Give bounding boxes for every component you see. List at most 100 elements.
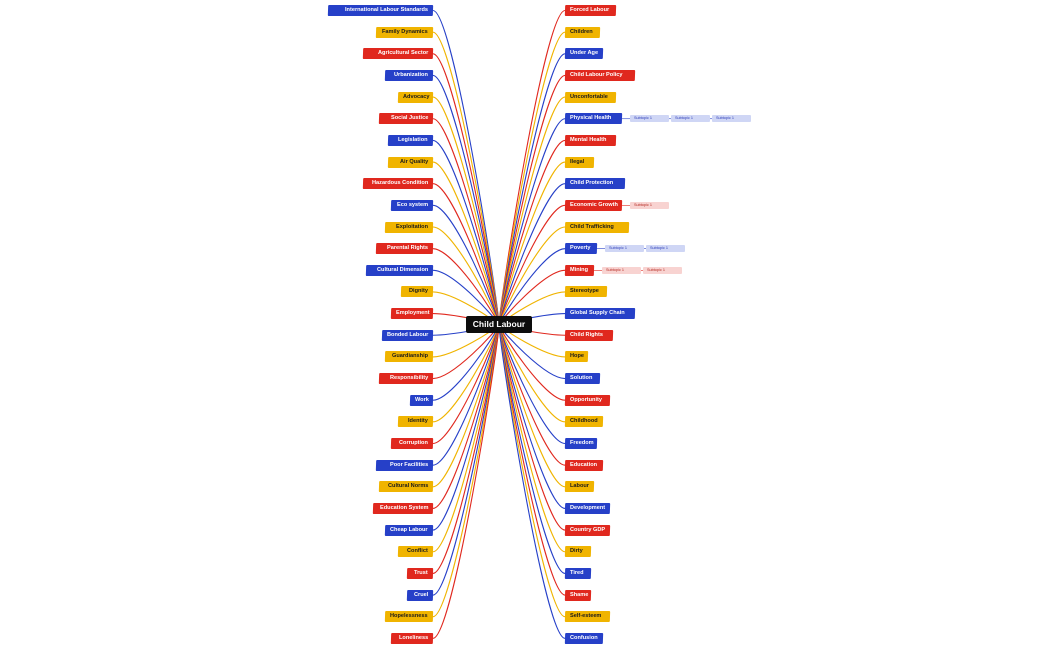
- subtopic-poverty-1[interactable]: Subtopic 1: [646, 245, 685, 253]
- topic-childhood[interactable]: Childhood: [564, 416, 604, 428]
- topic-urbanization[interactable]: Urbanization: [384, 69, 434, 81]
- topic-hope[interactable]: Hope: [564, 351, 589, 363]
- topic-label: Dignity: [409, 288, 428, 295]
- topic-label: Bonded Labour: [387, 331, 429, 338]
- connector-right-22: [498, 324, 566, 488]
- topic-bonded-labour[interactable]: Bonded Labour: [381, 329, 434, 341]
- topic-conflict[interactable]: Conflict: [397, 546, 434, 558]
- topic-agricultural-sector[interactable]: Agricultural Sector: [362, 48, 434, 60]
- topic-label: Work: [415, 396, 429, 403]
- topic-employment[interactable]: Employment: [390, 308, 434, 320]
- central-topic[interactable]: Child Labour: [466, 316, 532, 333]
- topic-dirty[interactable]: Dirty: [564, 546, 592, 558]
- topic-unconfortable[interactable]: Unconfortable: [564, 91, 617, 103]
- topic-physical-health[interactable]: Physical Health: [564, 113, 623, 125]
- topic-global-supply-chain[interactable]: Global Supply Chain: [564, 308, 636, 320]
- subtopic-mining-1[interactable]: Subtopic 1: [643, 266, 682, 274]
- topic-parental-rights[interactable]: Parental Rights: [375, 243, 434, 255]
- topic-work[interactable]: Work: [409, 394, 434, 406]
- topic-labour[interactable]: Labour: [564, 481, 595, 493]
- topic-child-protection[interactable]: Child Protection: [564, 178, 626, 190]
- topic-exploitation[interactable]: Exploitation: [384, 221, 434, 233]
- topic-child-rights[interactable]: Child Rights: [564, 329, 614, 341]
- topic-label: Unconfortable: [570, 93, 608, 100]
- topic-country-gdp[interactable]: Country GDP: [564, 524, 611, 536]
- subtopic-mining-0[interactable]: Subtopic 1: [602, 266, 641, 274]
- topic-label: Eco system: [396, 201, 428, 208]
- topic-child-trafficking[interactable]: Child Trafficking: [564, 221, 630, 233]
- topic-label: Agricultural Sector: [377, 50, 428, 57]
- topic-economic-growth[interactable]: Economic Growth: [564, 199, 623, 211]
- topic-legislation[interactable]: Legislation: [387, 134, 434, 146]
- topic-label: Solution: [570, 375, 593, 382]
- topic-label: Child Labour Policy: [570, 71, 623, 78]
- topic-eco-system[interactable]: Eco system: [390, 199, 434, 211]
- topic-loneliness[interactable]: Loneliness: [390, 632, 434, 644]
- topic-label: Labour: [570, 483, 589, 490]
- topic-dignity[interactable]: Dignity: [400, 286, 434, 298]
- topic-poor-facilities[interactable]: Poor Facilities: [375, 459, 434, 471]
- topic-label: Exploitation: [395, 223, 428, 230]
- topic-poverty[interactable]: Poverty: [564, 243, 598, 255]
- topic-development[interactable]: Development: [564, 502, 611, 514]
- topic-label: Family Dynamics: [382, 28, 428, 35]
- topic-label: Guardianship: [391, 353, 428, 360]
- connector-right-29: [498, 324, 566, 639]
- topic-label: Hazardous Condition: [371, 180, 428, 187]
- topic-cheap-labour[interactable]: Cheap Labour: [384, 524, 434, 536]
- topic-tired[interactable]: Tired: [564, 567, 592, 579]
- connector-right-7: [498, 161, 566, 326]
- topic-label: Legislation: [398, 136, 428, 143]
- topic-label: Advocacy: [403, 93, 430, 100]
- topic-cultural-norms[interactable]: Cultural Norms: [378, 481, 434, 493]
- topic-label: Physical Health: [570, 115, 612, 122]
- topic-hopelessness[interactable]: Hopelessness: [384, 611, 434, 623]
- topic-hazardous-condition[interactable]: Hazardous Condition: [362, 178, 434, 190]
- topic-shame[interactable]: Shame: [564, 589, 592, 601]
- topic-identity[interactable]: Identity: [397, 416, 434, 428]
- topic-under-age[interactable]: Under Age: [564, 48, 604, 60]
- topic-label: Loneliness: [398, 634, 428, 641]
- topic-guardianship[interactable]: Guardianship: [384, 351, 434, 363]
- topic-stereotype[interactable]: Stereotype: [564, 286, 608, 298]
- topic-advocacy[interactable]: Advocacy: [397, 91, 434, 103]
- topic-children[interactable]: Children: [564, 26, 601, 38]
- topic-cultural-dimension[interactable]: Cultural Dimension: [365, 264, 434, 276]
- topic-label: Child Protection: [570, 180, 614, 187]
- topic-label: Employment: [396, 310, 430, 317]
- topic-air-quality[interactable]: Air Quality: [387, 156, 434, 168]
- subtopic-economic-growth-0[interactable]: Subtopic 1: [630, 201, 669, 209]
- subtopic-physical-health-1[interactable]: Subtopic 1: [671, 115, 710, 123]
- topic-cruel[interactable]: Cruel: [406, 589, 434, 601]
- topic-corruption[interactable]: Corruption: [390, 438, 434, 449]
- topic-solution[interactable]: Solution: [564, 373, 601, 385]
- topic-mental-health[interactable]: Mental Health: [564, 134, 617, 146]
- topic-label: Poverty: [570, 245, 591, 252]
- topic-label: Economic Growth: [570, 201, 618, 208]
- topic-ilegal[interactable]: Ilegal: [564, 156, 595, 168]
- topic-label: Hopelessness: [390, 613, 428, 620]
- topic-social-justice[interactable]: Social Justice: [378, 113, 434, 125]
- topic-label: Hope: [570, 353, 584, 360]
- topic-opportunity[interactable]: Opportunity: [564, 394, 611, 406]
- topic-responsibility[interactable]: Responsibility: [378, 373, 434, 385]
- topic-education-system[interactable]: Education System: [372, 502, 434, 514]
- topic-education[interactable]: Education: [564, 459, 604, 471]
- topic-freedom[interactable]: Freedom: [564, 438, 598, 449]
- topic-confusion[interactable]: Confusion: [564, 632, 604, 644]
- topic-label: Development: [570, 504, 606, 511]
- topic-family-dynamics[interactable]: Family Dynamics: [375, 26, 434, 38]
- topic-label: Poor Facilities: [389, 461, 428, 468]
- topic-international-labour-standards[interactable]: International Labour Standards: [327, 5, 434, 16]
- topic-label: Dirty: [570, 548, 583, 555]
- topic-label: Under Age: [570, 50, 599, 57]
- topic-self-esteem[interactable]: Self-esteem: [564, 611, 611, 623]
- subtopic-physical-health-2[interactable]: Subtopic 1: [712, 115, 751, 123]
- topic-trust[interactable]: Trust: [406, 567, 434, 579]
- topic-label: Mental Health: [570, 136, 607, 143]
- topic-child-labour-policy[interactable]: Child Labour Policy: [564, 69, 636, 81]
- subtopic-physical-health-0[interactable]: Subtopic 1: [630, 115, 669, 123]
- subtopic-poverty-0[interactable]: Subtopic 1: [605, 245, 644, 253]
- topic-mining[interactable]: Mining: [564, 264, 595, 276]
- topic-forced-labour[interactable]: Forced Labour: [564, 5, 617, 16]
